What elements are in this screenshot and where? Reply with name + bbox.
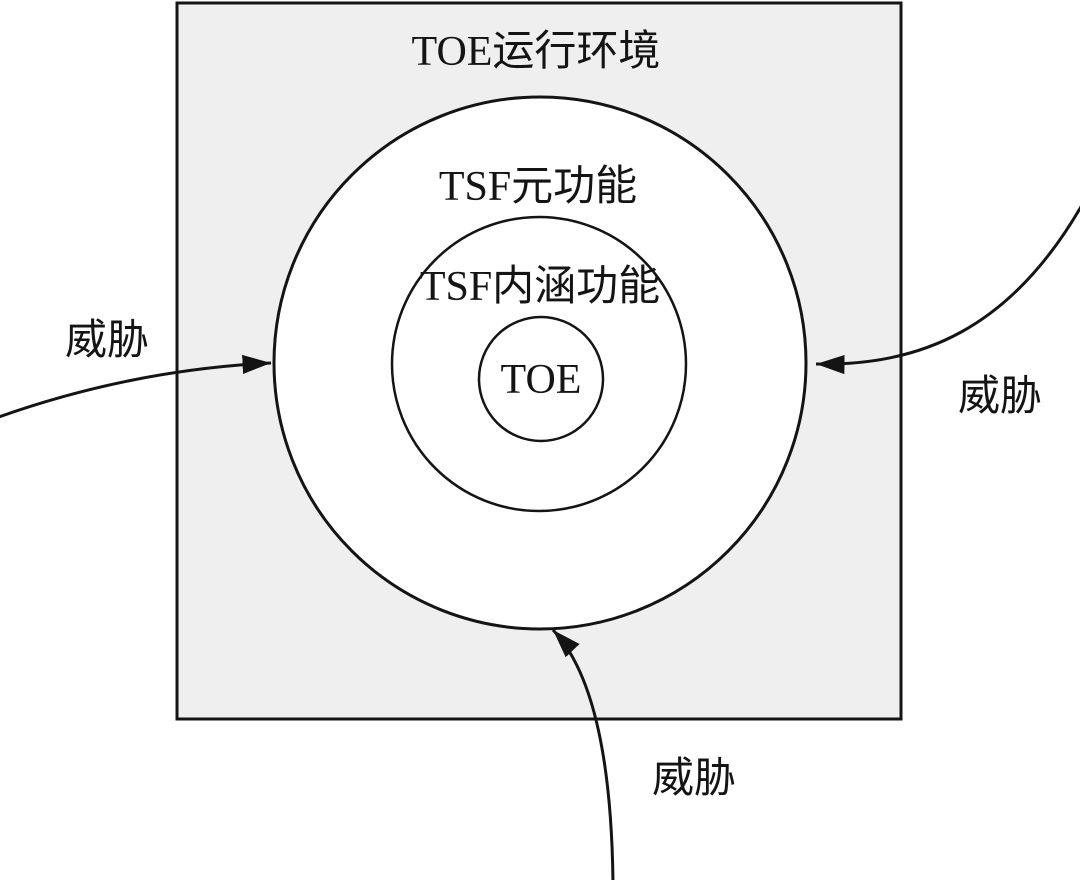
threat-arrow-right (815, 205, 1080, 375)
ring-tsf-meta-label: TSF元功能 (439, 164, 637, 210)
ring-tsf-intrinsic-label: TSF内涵功能 (420, 264, 660, 310)
threat-arrow-bottom (551, 628, 615, 880)
threat-arrow-left (0, 354, 272, 419)
ring-toe-circle (477, 315, 605, 443)
environment-label: TOE运行环境 (412, 28, 661, 75)
ring-toe-label: TOE (501, 357, 582, 403)
threat-label-right: 威胁 (958, 374, 1042, 420)
threat-label-left: 威胁 (65, 318, 149, 364)
threat-label-bottom: 威胁 (652, 756, 736, 802)
